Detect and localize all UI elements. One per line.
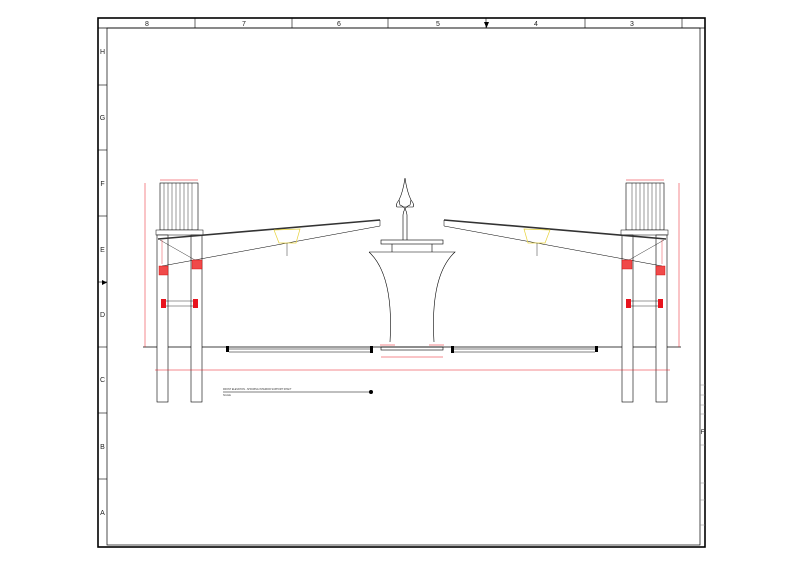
row-label: C — [100, 377, 105, 384]
title-block-letter: F — [701, 430, 705, 436]
row-label: G — [100, 115, 105, 122]
row-label: H — [100, 49, 105, 56]
canopy-left-half — [144, 179, 381, 403]
column-label: 7 — [242, 21, 246, 28]
center-mark-left-icon — [102, 280, 107, 285]
center-mark-top-icon — [484, 22, 489, 28]
central-support-shaft — [368, 177, 456, 351]
row-label: B — [100, 444, 105, 451]
section-marker-icon — [369, 390, 373, 394]
row-dividers — [98, 84, 107, 480]
column-label: 3 — [630, 21, 634, 28]
title-block-strip — [700, 384, 705, 526]
drawing-title: FRONT ELEVATION - SHOWING INTERIOR SUPPO… — [223, 388, 292, 391]
dimension-lines — [155, 344, 670, 371]
column-label: 5 — [436, 21, 440, 28]
drawing-scale: SCALE — [223, 394, 231, 397]
row-label: E — [100, 247, 105, 254]
canopy-right-half — [443, 179, 680, 403]
column-label: 6 — [337, 21, 341, 28]
sheet-border — [97, 17, 706, 548]
row-label: A — [100, 510, 105, 517]
column-label: 8 — [145, 21, 149, 28]
column-label: 4 — [534, 21, 538, 28]
row-label: F — [100, 181, 104, 188]
row-label: D — [100, 312, 105, 319]
